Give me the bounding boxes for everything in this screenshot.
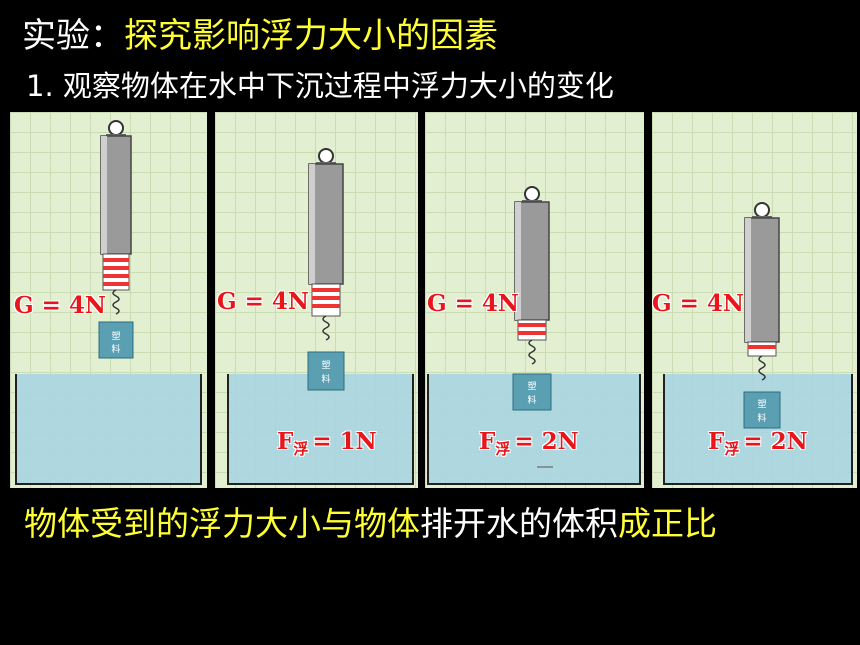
conclusion-part-2: 排开水的体积: [420, 504, 618, 543]
weight-label-2: G = 4N: [217, 288, 309, 315]
experiment-panel-2: 塑 料 G = 4N F浮= 1N: [215, 112, 418, 488]
buoyancy-subscript-2: 浮: [293, 440, 309, 458]
buoyancy-symbol-2: F: [277, 428, 294, 455]
svg-text:塑: 塑: [527, 381, 536, 392]
spring-scale-3: 塑 料: [512, 186, 553, 468]
conclusion-text: 物体受到的浮力大小与物体排开水的体积成正比: [24, 500, 717, 548]
buoyancy-subscript-4: 浮: [724, 440, 740, 458]
experiment-illustration-3: 塑 料: [427, 186, 641, 485]
slide-subtitle: 1. 观察物体在水中下沉过程中浮力大小的变化: [26, 69, 614, 103]
weight-label-1: G = 4N: [14, 292, 106, 319]
experiment-illustration-2: 塑 料: [227, 148, 414, 485]
svg-text:塑: 塑: [321, 360, 330, 371]
spring-scale-2: 塑 料: [307, 148, 345, 391]
buoyancy-value-4: = 2N: [743, 428, 808, 455]
buoyancy-label-3: F浮= 2N: [479, 428, 579, 458]
buoyancy-symbol-3: F: [479, 428, 496, 455]
buoyancy-label-4: F浮= 2N: [708, 428, 808, 458]
weight-label-3: G = 4N: [427, 290, 519, 317]
slide-title: 实验：探究影响浮力大小的因素: [22, 14, 498, 58]
experiment-panel-3: 塑 料 G = 4N F浮= 2N: [425, 112, 644, 488]
svg-text:料: 料: [321, 373, 330, 385]
svg-text:料: 料: [111, 343, 120, 355]
water-tank-1: [15, 374, 202, 485]
svg-text:料: 料: [527, 394, 536, 406]
svg-text:塑: 塑: [757, 399, 766, 410]
experiment-panel-1: 塑 料 G = 4N: [10, 112, 207, 488]
buoyancy-subscript-3: 浮: [495, 440, 511, 458]
spring-scale-4: 塑 料: [743, 202, 781, 429]
buoyancy-value-3: = 2N: [514, 428, 579, 455]
experiment-panel-4: 塑 料 G = 4N F浮= 2N: [652, 112, 857, 488]
title-prefix: 实验：: [22, 16, 124, 56]
svg-text:料: 料: [757, 412, 766, 424]
buoyancy-value-2: = 1N: [312, 428, 377, 455]
experiment-illustration-1: 塑 料: [15, 120, 202, 485]
conclusion-part-1: 物体受到的浮力大小与物体: [24, 504, 420, 543]
spring-scale-1: 塑 料: [98, 120, 134, 359]
weight-label-4: G = 4N: [652, 290, 744, 317]
title-main: 探究影响浮力大小的因素: [124, 16, 498, 56]
conclusion-part-3: 成正比: [618, 504, 717, 543]
experiment-illustration-4: 塑 料: [663, 202, 853, 485]
buoyancy-symbol-4: F: [708, 428, 725, 455]
buoyancy-label-2: F浮= 1N: [277, 428, 377, 458]
water-tank-2: [227, 374, 414, 485]
svg-text:塑: 塑: [111, 331, 120, 342]
